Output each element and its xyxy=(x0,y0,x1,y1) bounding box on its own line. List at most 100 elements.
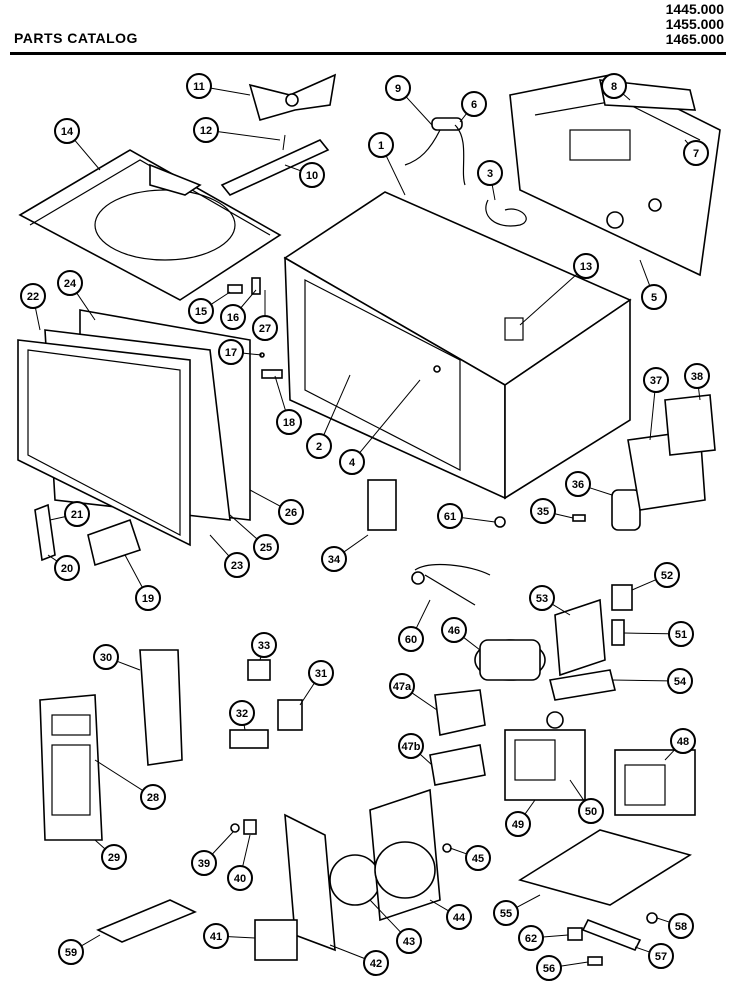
callout-number: 19 xyxy=(142,593,154,605)
callout-leader xyxy=(217,131,281,141)
callout-circle xyxy=(667,668,693,694)
callout-number: 49 xyxy=(512,819,524,831)
part-bracket-set xyxy=(549,584,633,701)
callout-circle xyxy=(251,632,277,658)
part-fan-motor xyxy=(254,919,298,961)
callout-39: 39 xyxy=(191,831,234,876)
callout-26: 26 xyxy=(249,489,304,525)
callout-number: 42 xyxy=(370,958,382,970)
part-base-plate xyxy=(518,829,692,906)
callout-leader xyxy=(405,96,433,126)
part-small-screw xyxy=(494,516,506,528)
callout-leader xyxy=(542,934,569,938)
callout-22: 22 xyxy=(20,283,46,331)
callout-number: 25 xyxy=(260,542,272,554)
callout-47a: 47a xyxy=(389,673,438,711)
callout-59: 59 xyxy=(58,934,101,965)
part-wire-harness xyxy=(485,199,527,227)
callout-circle xyxy=(276,409,302,435)
callout-24: 24 xyxy=(57,270,96,321)
callout-number: 47a xyxy=(393,681,412,693)
callout-28: 28 xyxy=(94,759,166,810)
callout-leader xyxy=(274,375,286,411)
callout-leader xyxy=(589,487,613,496)
callout-44: 44 xyxy=(429,899,472,930)
callout-leader xyxy=(649,391,656,441)
callout-circle xyxy=(437,503,463,529)
callout-circle xyxy=(306,433,332,459)
callout-circle xyxy=(565,471,591,497)
callout-circle xyxy=(253,534,279,560)
callout-leader xyxy=(227,936,256,939)
callout-12: 12 xyxy=(193,117,281,143)
callout-leader xyxy=(634,946,650,953)
callout-circle xyxy=(477,160,503,186)
part-door-assembly xyxy=(17,309,251,547)
callout-16: 16 xyxy=(220,289,257,330)
model-number: 1445.000 xyxy=(665,1,724,17)
callout-leader xyxy=(516,894,541,908)
callout-number: 22 xyxy=(27,291,39,303)
part-switch-32 xyxy=(229,729,269,749)
callout-circle xyxy=(308,660,334,686)
callout-42: 42 xyxy=(329,944,389,976)
callout-number: 41 xyxy=(210,931,222,943)
callout-circle xyxy=(398,733,424,759)
callout-leader xyxy=(242,834,251,867)
part-stirrer-fan xyxy=(248,73,337,121)
callout-1: 1 xyxy=(368,132,406,196)
part-door-switch xyxy=(367,479,397,531)
callout-49: 49 xyxy=(505,799,536,837)
callout-circle xyxy=(57,270,83,296)
callout-11: 11 xyxy=(186,73,251,99)
callout-leader xyxy=(664,749,676,761)
callout-54: 54 xyxy=(611,668,693,694)
callout-circle xyxy=(573,253,599,279)
part-fuse-holder xyxy=(581,918,642,952)
callout-50: 50 xyxy=(569,779,604,824)
callout-circle xyxy=(648,943,674,969)
callout-number: 13 xyxy=(580,261,592,273)
callout-number: 53 xyxy=(536,593,548,605)
callout-leader xyxy=(463,636,481,651)
callout-circle xyxy=(193,117,219,143)
callout-9: 9 xyxy=(385,75,433,126)
part-rear-panel xyxy=(509,74,721,277)
callout-circle xyxy=(229,700,255,726)
callout-18: 18 xyxy=(274,375,302,435)
callout-circle xyxy=(530,498,556,524)
callout-62: 62 xyxy=(518,925,569,951)
callout-number: 54 xyxy=(674,676,687,688)
callout-46: 46 xyxy=(441,617,481,651)
callout-circle xyxy=(398,626,424,652)
callout-circle xyxy=(601,73,627,99)
callout-circle xyxy=(441,617,467,643)
callout-60: 60 xyxy=(398,599,431,652)
callout-number: 24 xyxy=(64,278,77,290)
callout-circle xyxy=(220,304,246,330)
callout-circle xyxy=(670,728,696,754)
callout-leader xyxy=(299,682,315,706)
callout-leader xyxy=(631,579,657,591)
callout-circle xyxy=(224,552,250,578)
callout-circle xyxy=(203,923,229,949)
callout-number: 6 xyxy=(471,99,477,111)
callout-leader xyxy=(284,164,301,172)
callout-circle xyxy=(465,845,491,871)
callout-number: 45 xyxy=(472,853,484,865)
callout-number: 18 xyxy=(283,417,295,429)
callout-circle xyxy=(191,850,217,876)
part-fuse-wire xyxy=(404,117,466,186)
callout-circle xyxy=(64,501,90,527)
callout-37: 37 xyxy=(643,367,669,441)
part-fan-bracket xyxy=(284,813,336,952)
callout-circle xyxy=(20,283,46,309)
part-small-40 xyxy=(243,819,257,835)
callout-number: 56 xyxy=(543,963,555,975)
callout-number: 7 xyxy=(693,148,699,160)
callout-circle xyxy=(321,546,347,572)
callout-circle xyxy=(578,798,604,824)
callout-47b: 47b xyxy=(398,733,433,766)
callout-number: 55 xyxy=(500,908,512,920)
callout-40: 40 xyxy=(227,834,253,891)
